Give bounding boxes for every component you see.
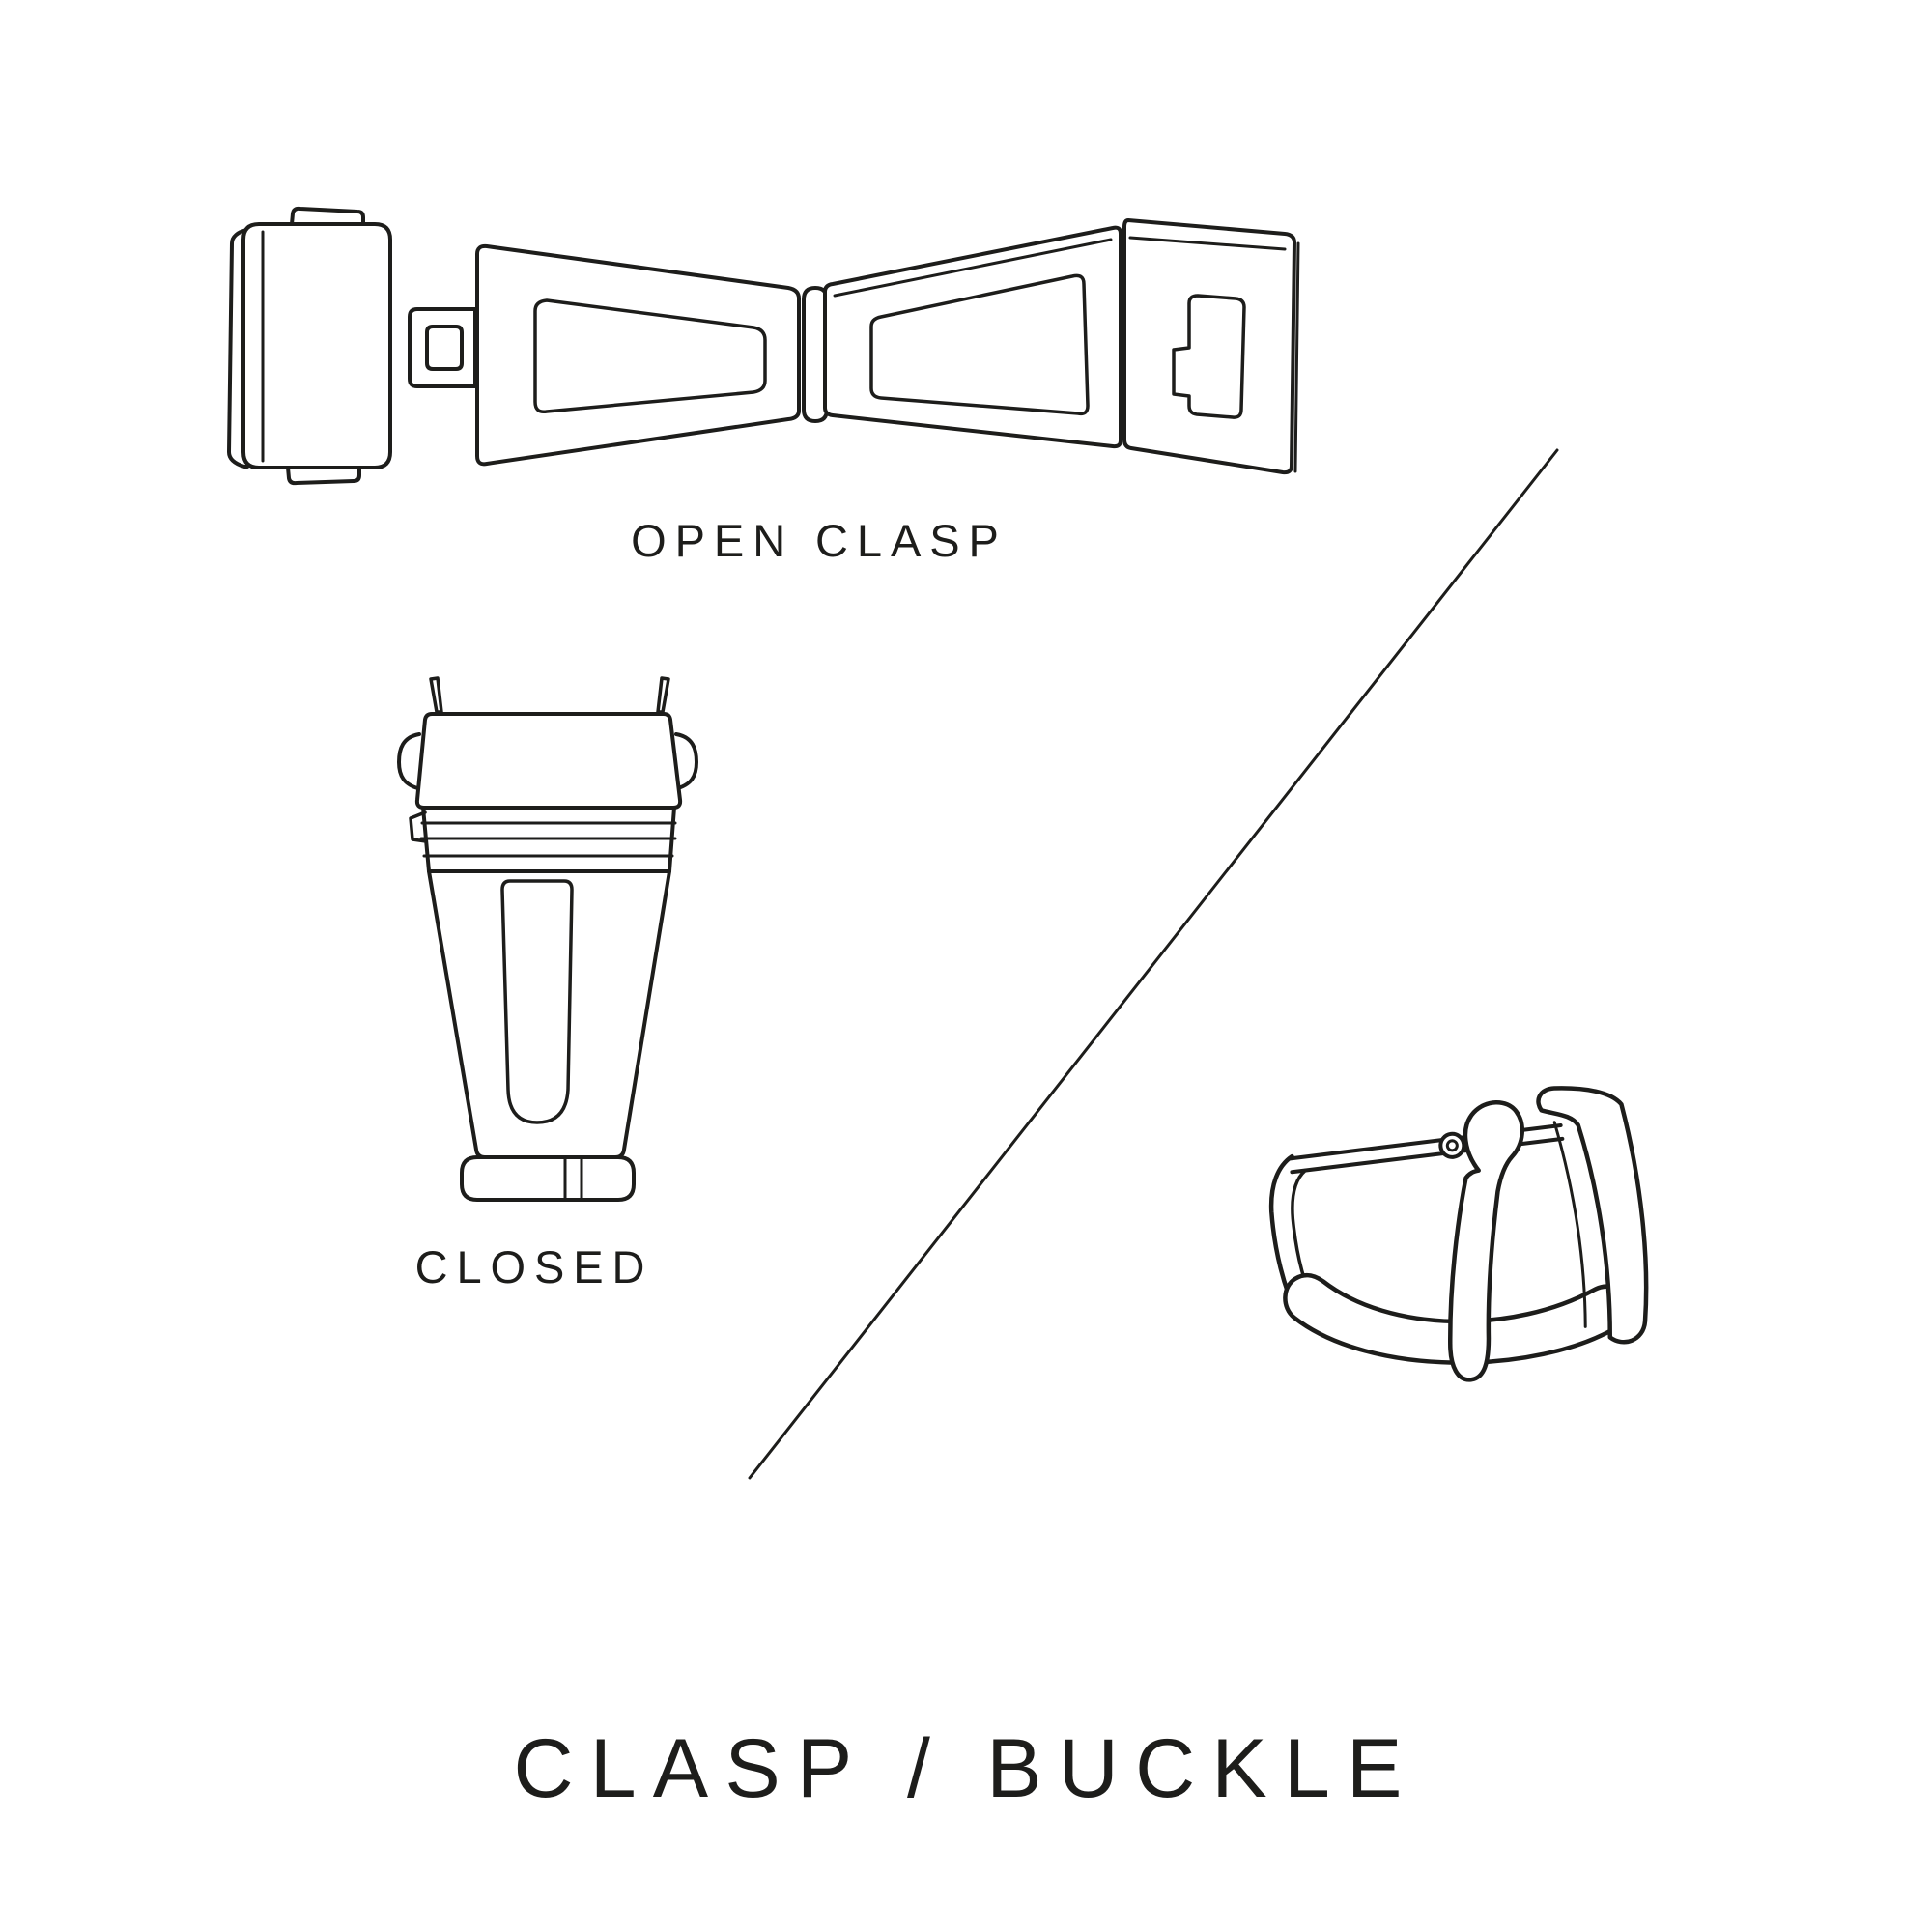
diagonal-divider-line [748, 448, 1559, 1480]
closed-clasp-illustration [397, 676, 698, 1202]
buckle-illustration [1268, 1086, 1649, 1382]
open-clasp-label: OPEN CLASP [631, 515, 1008, 566]
open-clasp-illustration [227, 206, 1300, 486]
closed-clasp-label: CLOSED [414, 1241, 654, 1293]
page-title: CLASP / BUCKLE [513, 1722, 1419, 1815]
